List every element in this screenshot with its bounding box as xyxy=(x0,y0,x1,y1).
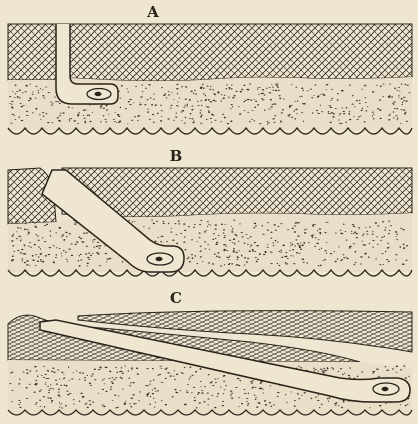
panel-label-a: A xyxy=(146,3,159,21)
panel-label-b: B xyxy=(170,147,183,165)
panel-c-cell-nucleus xyxy=(382,387,389,391)
panel-c xyxy=(8,311,412,415)
panel-a-cell-nucleus xyxy=(95,92,102,96)
panel-a xyxy=(8,24,412,134)
panel-label-c: C xyxy=(170,289,182,307)
panel-b xyxy=(8,168,412,276)
panel-b-cell-nucleus xyxy=(156,257,163,261)
